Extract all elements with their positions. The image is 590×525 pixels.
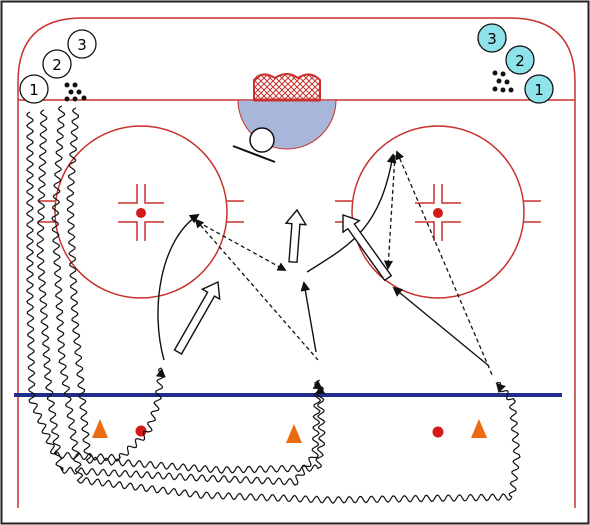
player-right-3: 3 <box>477 23 507 53</box>
skate-path-icon <box>300 281 317 353</box>
faceoff-dot-icon <box>432 426 444 438</box>
player-number: 1 <box>534 81 544 99</box>
skate-path-group <box>26 105 521 504</box>
player-number: 3 <box>77 36 87 54</box>
skate-arrowhead-icon <box>496 383 506 393</box>
player-number: 3 <box>487 30 497 48</box>
skate-arrowhead-icon <box>155 368 166 378</box>
cone-icon <box>286 424 302 443</box>
player-left-2: 2 <box>42 49 72 79</box>
pass-arrow-icon <box>395 150 494 378</box>
shot-arrow-icon <box>342 214 393 282</box>
faceoff-dot-icon <box>136 208 146 218</box>
skate-path-icon <box>51 105 521 504</box>
player-number: 2 <box>515 52 525 70</box>
puck-pile-icon <box>64 82 87 102</box>
player-number: 1 <box>29 81 39 99</box>
rink-boards <box>17 17 576 508</box>
player-right-1: 1 <box>524 74 554 104</box>
pass-arrow-icon <box>383 154 396 270</box>
skate-path-icon <box>66 107 326 474</box>
skate-path-icon <box>36 109 322 486</box>
player-number: 2 <box>52 56 62 74</box>
player-right-2: 2 <box>505 45 535 75</box>
goal-net-icon <box>253 73 321 102</box>
cone-icon <box>92 419 108 438</box>
pass-arrow-icon <box>197 221 287 271</box>
skate-path-icon <box>392 286 490 367</box>
player-left-1: 1 <box>19 74 49 104</box>
shot-arrow-icon <box>173 280 221 355</box>
faceoff-dot-icon <box>433 208 443 218</box>
skate-path-icon <box>26 111 165 462</box>
player-left-3: 3 <box>67 29 97 59</box>
shot-arrow-icon <box>284 208 308 264</box>
skate-arrowhead-icon <box>315 385 326 395</box>
pass-arrow-icon <box>194 218 319 361</box>
faceoff-circle-right <box>335 125 541 299</box>
skate-path-icon <box>157 213 200 361</box>
puck-pile-icon <box>492 70 514 93</box>
cone-icon <box>471 419 487 438</box>
goalie-icon <box>232 127 276 163</box>
skate-path-icon <box>306 153 397 273</box>
shot-arrow-group <box>173 208 393 355</box>
faceoff-circle-left <box>38 125 244 299</box>
